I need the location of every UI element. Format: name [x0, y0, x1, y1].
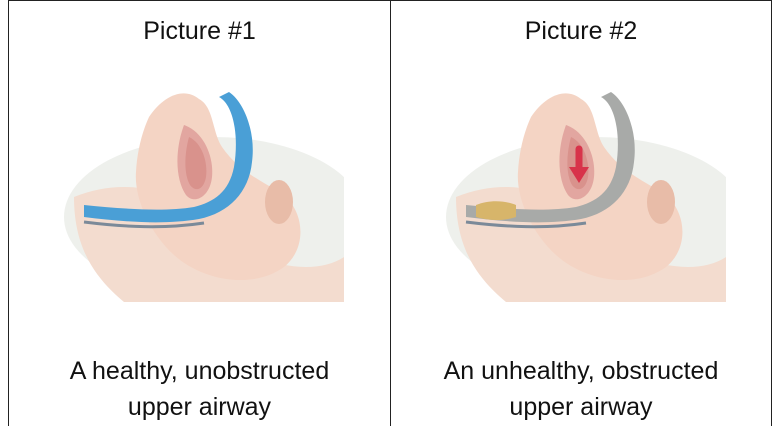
picture-1-title: Picture #1: [9, 15, 390, 47]
picture-1-caption: A healthy, unobstructed upper airway: [9, 353, 390, 425]
comparison-table: Picture #1 A healthy, unobstru: [8, 0, 772, 425]
picture-2-title: Picture #2: [391, 15, 771, 47]
obstruction-tissue: [476, 201, 516, 220]
healthy-airway-illustration: [64, 77, 344, 302]
picture-2-caption-line2: upper airway: [391, 389, 771, 425]
obstructed-airway-svg: [446, 77, 726, 302]
picture-1-caption-line1: A healthy, unobstructed: [9, 353, 390, 389]
ear-shape: [265, 180, 293, 224]
picture-1-caption-line2: upper airway: [9, 389, 390, 425]
obstructed-airway-illustration: [446, 77, 726, 302]
healthy-airway-svg: [64, 77, 344, 302]
ear-shape: [647, 180, 675, 224]
picture-2-cell: Picture #2 An unh: [390, 1, 772, 426]
picture-2-caption: An unhealthy, obstructed upper airway: [391, 353, 771, 425]
picture-2-caption-line1: An unhealthy, obstructed: [391, 353, 771, 389]
picture-1-cell: Picture #1 A healthy, unobstru: [8, 1, 390, 426]
